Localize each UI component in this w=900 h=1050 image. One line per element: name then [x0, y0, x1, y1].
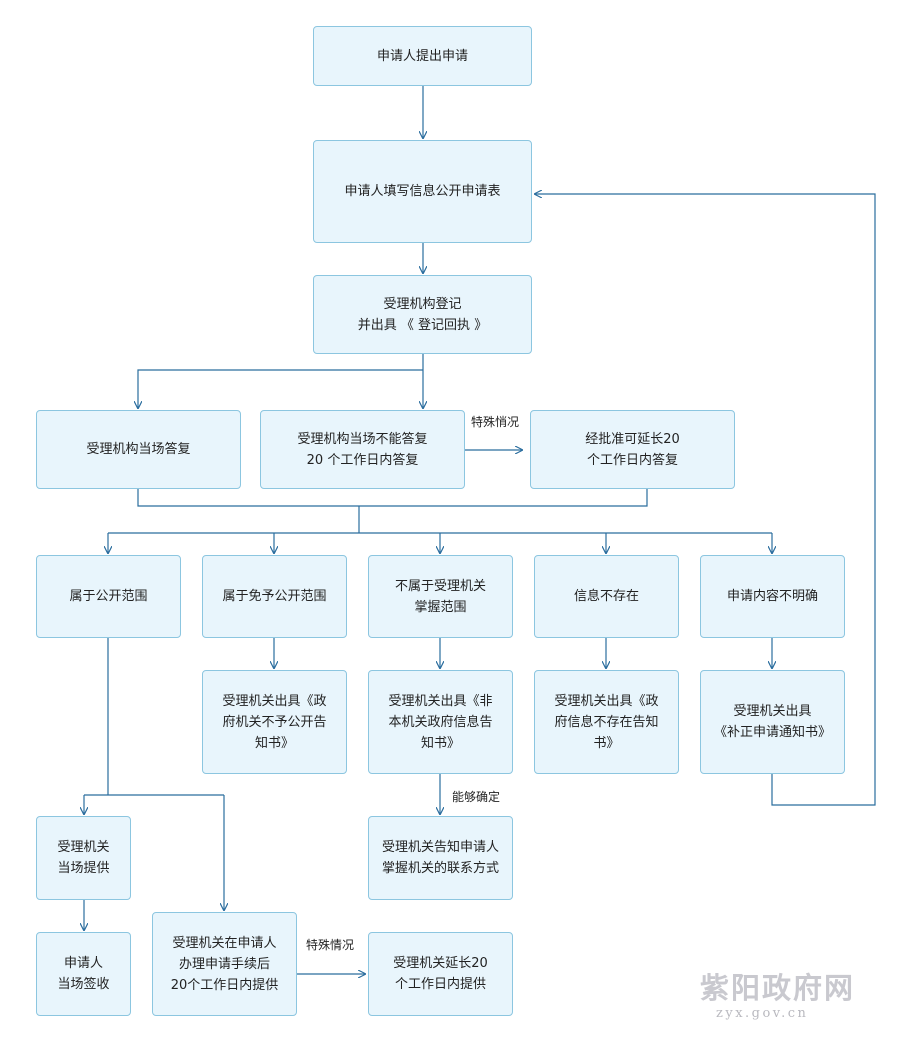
node-provide-extend-text: 受理机关延长20 个工作日内提供: [393, 956, 488, 992]
node-provide-on-site-text: 受理机关 当场提供: [57, 840, 110, 876]
node-reply-on-site-text: 受理机构当场答复: [86, 442, 191, 457]
node-sign-on-site-text: 申请人 当场签收: [57, 956, 110, 992]
node-inform-contact: 受理机关告知申请人 掌握机关的联系方式: [368, 816, 513, 900]
node-fill-form-text: 申请人填写信息公开申请表: [344, 184, 501, 199]
node-notice-exempt-text: 受理机关出具《政 府机关不予公开告 知书》: [222, 693, 327, 751]
node-extend-20-text: 经批准可延长20 个工作日内答复: [585, 431, 680, 468]
arrow-correct-loop-back: [535, 194, 876, 806]
node-register-text: 受理机构登记 并出具 《 登记回执 》: [357, 296, 488, 333]
edge-label-can-determine: 能够确定: [452, 790, 501, 804]
edge-label-special-2: 特殊情况: [306, 938, 355, 952]
watermark-domain: zyx.gov.cn: [716, 1006, 809, 1021]
node-provide-extend: 受理机关延长20 个工作日内提供: [368, 932, 513, 1016]
node-unclear-text: 申请内容不明确: [726, 589, 818, 604]
node-fill-form: 申请人填写信息公开申请表: [313, 140, 532, 243]
node-not-exist-text: 信息不存在: [573, 589, 639, 604]
node-unclear: 申请内容不明确: [700, 555, 845, 638]
node-sign-on-site: 申请人 当场签收: [36, 932, 131, 1016]
node-provide-20days-text: 受理机关在申请人 办理申请手续后 20个工作日内提供: [170, 935, 279, 993]
node-notice-not-own: 受理机关出具《非 本机关政府信息告 知书》: [368, 670, 513, 774]
node-notice-correct: 受理机关出具 《补正申请通知书》: [700, 670, 845, 774]
edge-label-special-1: 特殊悄况: [471, 415, 520, 429]
node-reply-20days-text: 受理机构当场不能答复 20 个工作日内答复: [297, 431, 428, 468]
node-apply-text: 申请人提出申请: [376, 48, 468, 64]
node-exempt-scope: 属于免予公开范围: [202, 555, 347, 638]
node-reply-on-site: 受理机构当场答复: [36, 410, 241, 489]
merge-line: [137, 489, 648, 507]
node-inform-contact-text: 受理机关告知申请人 掌握机关的联系方式: [381, 840, 499, 876]
node-provide-on-site: 受理机关 当场提供: [36, 816, 131, 900]
node-notice-correct-text: 受理机关出具 《补正申请通知书》: [713, 704, 831, 740]
node-public-scope: 属于公开范围: [36, 555, 181, 638]
watermark-name: 紫阳政府网: [700, 971, 856, 1005]
arrow-register-to-onsite: [138, 369, 423, 408]
node-not-exist: 信息不存在: [534, 555, 679, 638]
node-register: 受理机构登记 并出具 《 登记回执 》: [313, 275, 532, 354]
node-notice-not-exist: 受理机关出具《政 府信息不存在告知 书》: [534, 670, 679, 774]
node-public-scope-text: 属于公开范围: [69, 589, 148, 604]
node-reply-20days: 受理机构当场不能答复 20 个工作日内答复: [260, 410, 465, 489]
node-extend-20: 经批准可延长20 个工作日内答复: [530, 410, 735, 489]
node-notice-exempt: 受理机关出具《政 府机关不予公开告 知书》: [202, 670, 347, 774]
node-notice-not-exist-text: 受理机关出具《政 府信息不存在告知 书》: [554, 693, 659, 751]
node-exempt-scope-text: 属于免予公开范围: [222, 589, 327, 604]
node-apply: 申请人提出申请: [313, 26, 532, 86]
node-provide-20days: 受理机关在申请人 办理申请手续后 20个工作日内提供: [152, 912, 297, 1016]
node-not-in-scope: 不属于受理机关 掌握范围: [368, 555, 513, 638]
node-notice-not-own-text: 受理机关出具《非 本机关政府信息告 知书》: [388, 693, 493, 751]
node-not-in-scope-text: 不属于受理机关 掌握范围: [394, 578, 486, 615]
